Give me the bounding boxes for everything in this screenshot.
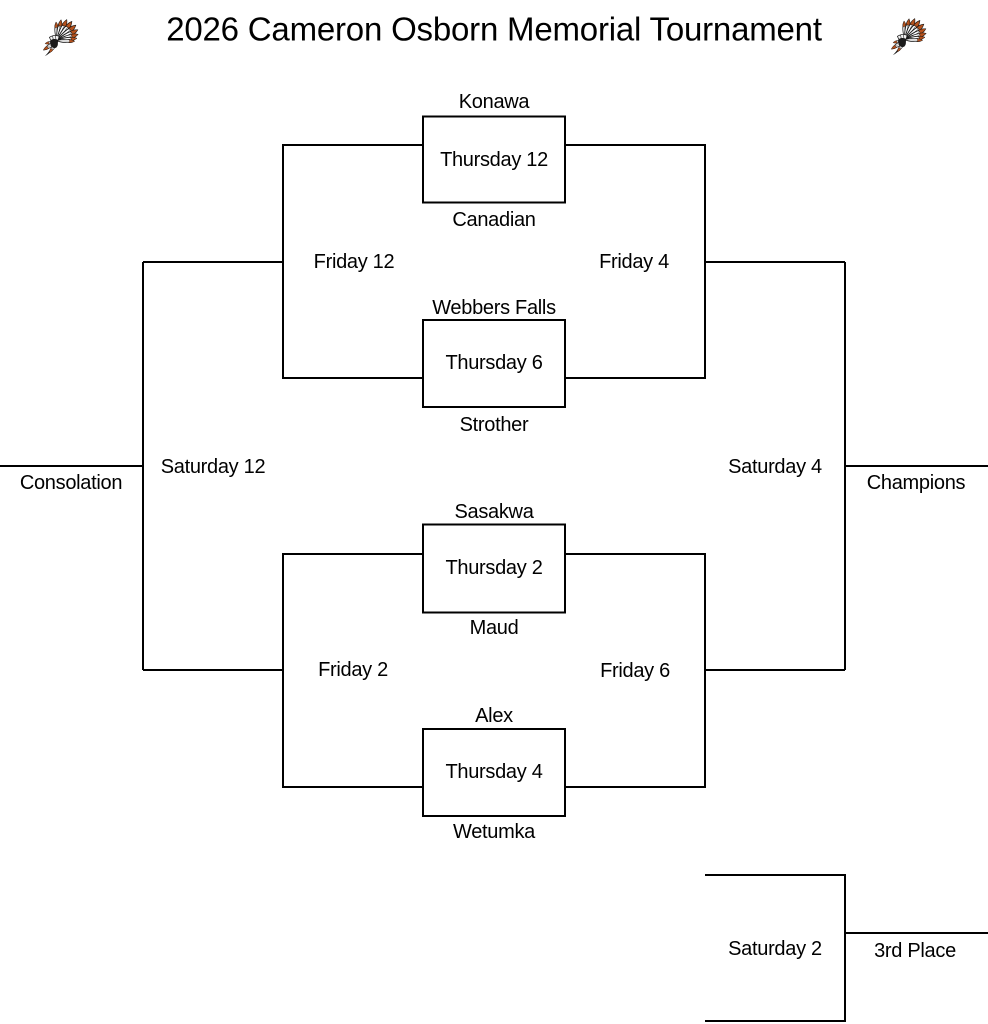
result-third-place: 3rd Place: [874, 940, 956, 962]
path-third-place-bracket: [705, 874, 846, 1022]
result-consolation: Consolation: [19, 472, 123, 494]
round-friday-12: Friday 12: [313, 251, 395, 273]
game-thursday-6: Thursday 6: [445, 352, 543, 374]
round-saturday-2: Saturday 2: [728, 938, 822, 960]
round-friday-2: Friday 2: [318, 659, 388, 681]
game-thursday-4: Thursday 4: [445, 761, 543, 783]
team-wetumka: Wetumka: [452, 821, 536, 843]
game-thursday-2: Thursday 2: [445, 557, 543, 579]
game-box-thursday-4: [422, 728, 566, 817]
team-strother: Strother: [459, 414, 529, 436]
headdress-logo-right-icon: [888, 5, 943, 58]
team-konawa: Konawa: [458, 91, 530, 113]
headdress-logo-left-icon: [40, 6, 95, 59]
game-box-thursday-12: [422, 115, 566, 204]
team-alex: Alex: [475, 705, 513, 727]
page-title: 2026 Cameron Osborn Memorial Tournament: [166, 10, 822, 48]
game-box-thursday-2: [422, 523, 566, 614]
result-champions: Champions: [866, 472, 966, 494]
team-webbers-falls: Webbers Falls: [432, 297, 556, 319]
game-box-thursday-6: [422, 319, 566, 408]
game-thursday-12: Thursday 12: [440, 149, 548, 171]
round-friday-4: Friday 4: [599, 251, 669, 273]
team-sasakwa: Sasakwa: [454, 501, 534, 523]
round-saturday-12: Saturday 12: [160, 456, 266, 478]
round-saturday-4: Saturday 4: [728, 456, 822, 478]
round-friday-6: Friday 6: [600, 660, 670, 682]
team-canadian: Canadian: [452, 209, 536, 231]
team-maud: Maud: [469, 617, 519, 639]
